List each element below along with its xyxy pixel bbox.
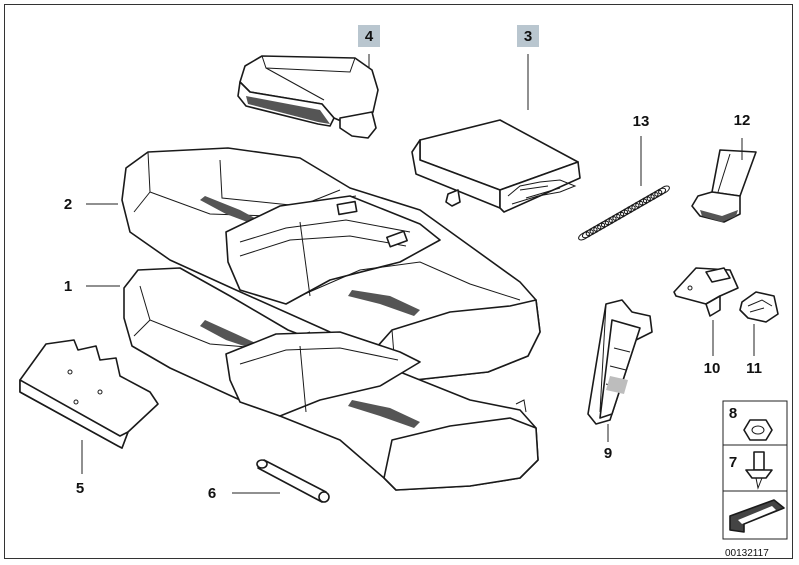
part-13-spring[interactable] (577, 184, 670, 241)
callout-8[interactable]: 8 (729, 405, 737, 422)
part-10-clip[interactable] (673, 267, 739, 317)
callout-10[interactable]: 10 (704, 360, 721, 377)
part-4-cushion[interactable] (237, 55, 379, 139)
callout-6[interactable]: 6 (208, 485, 216, 502)
callout-highlight-4 (358, 25, 380, 47)
part-6-rod[interactable] (256, 459, 330, 503)
direction-arrow-icon (729, 499, 785, 533)
part-7-screw[interactable] (745, 451, 773, 490)
part-8-nut[interactable] (743, 419, 773, 441)
diagram-code: 00132117 (725, 548, 769, 559)
callout-2[interactable]: 2 (64, 196, 72, 213)
part-12-strap[interactable] (691, 149, 757, 223)
diagram-frame (4, 4, 793, 559)
callout-5[interactable]: 5 (76, 480, 84, 497)
callout-3[interactable]: 3 (524, 28, 532, 45)
part-11-small-clip[interactable] (739, 291, 779, 323)
leader-lines (81, 54, 755, 494)
callout-highlight-3 (517, 25, 539, 47)
callout-4[interactable]: 4 (365, 28, 374, 45)
callout-11[interactable]: 11 (746, 360, 762, 377)
callout-13[interactable]: 13 (633, 113, 650, 130)
part-9-rail[interactable] (587, 299, 653, 425)
part-5-bracket[interactable] (19, 339, 159, 449)
callout-1[interactable]: 1 (64, 278, 72, 295)
callout-7[interactable]: 7 (729, 454, 737, 471)
callout-9[interactable]: 9 (604, 445, 612, 462)
part-3-cushion-block[interactable] (411, 119, 581, 213)
callout-12[interactable]: 12 (734, 112, 751, 129)
part-1-seat-base[interactable] (123, 267, 539, 491)
